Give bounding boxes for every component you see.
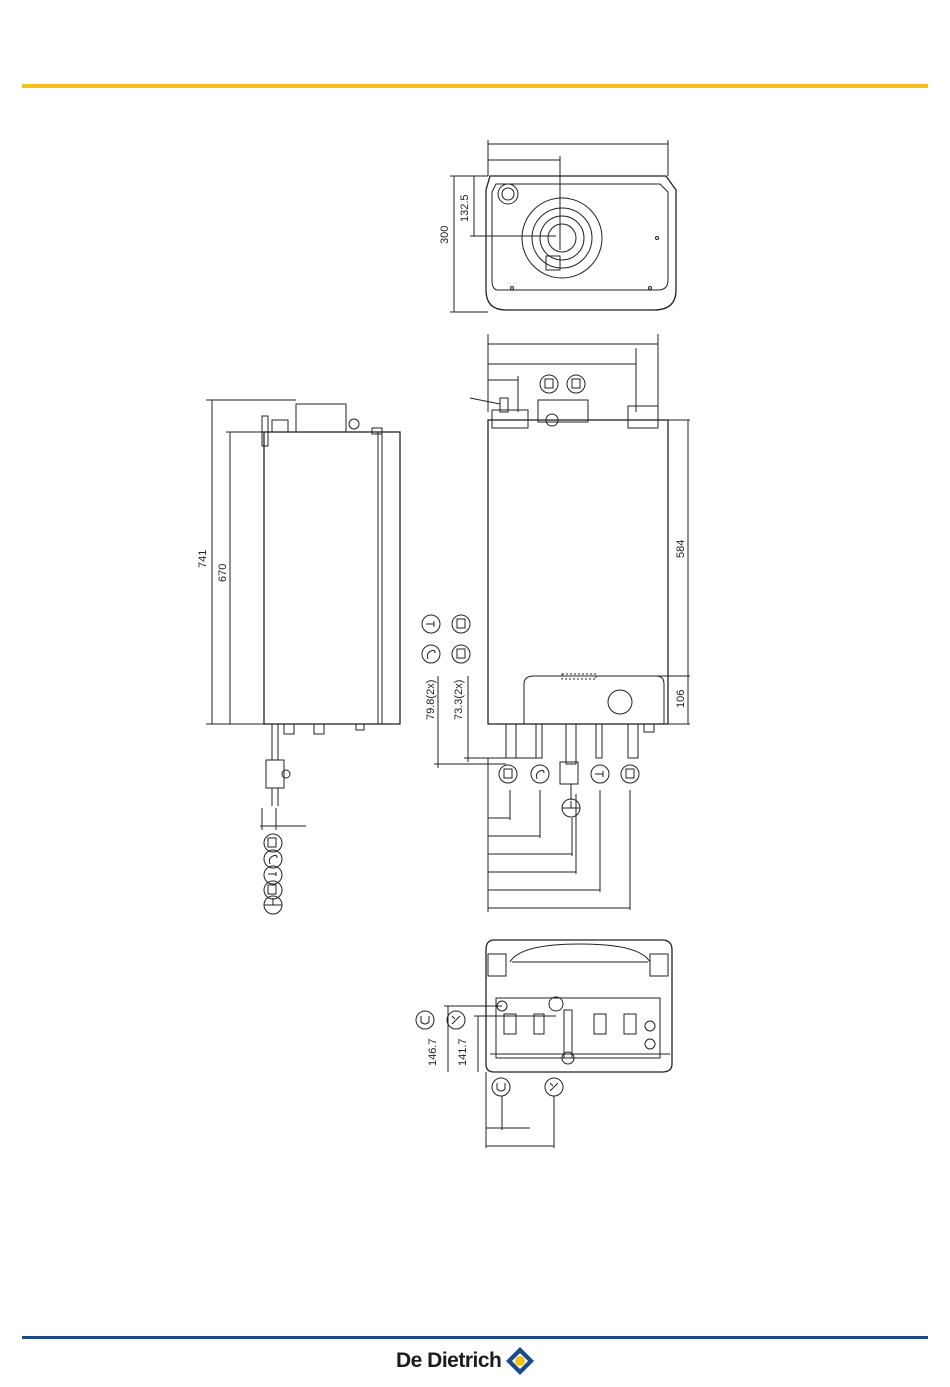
brand-diamond-icon [505,1346,535,1376]
safety-valve-icon [447,1011,465,1029]
heating-return-icon [452,645,470,663]
bottom-view: 146.7 141.7 [427,940,672,1148]
brand-name: De Dietrich [396,1349,501,1373]
dim-bottom-drop-a: 146.7 [427,1038,439,1066]
dim-top-flue-offset: 132.5 [459,194,471,222]
side-view: 741 670 [197,400,400,830]
dim-pipe-drop-a: 79.8(2x) [425,680,437,720]
dim-upper-height: 584 [675,540,687,558]
siphon-icon [416,1011,434,1029]
safety-valve-icon [545,1078,563,1096]
heating-flow-icon [264,834,282,852]
footer-rule [22,1336,928,1339]
heating-return-icon [621,765,639,783]
gas-icon [531,765,549,783]
dim-body-height: 670 [217,564,229,582]
heating-flow-icon [540,375,558,393]
dim-pipe-drop-b: 73.3(2x) [453,680,465,720]
dim-overall-height: 741 [197,550,209,568]
dhw-outlet-icon [591,765,609,783]
brand-logo: De Dietrich [396,1346,535,1376]
drain-valve-icon [264,896,282,914]
heating-flow-icon [452,615,470,633]
side-legend [264,834,282,914]
gas-icon [422,645,440,663]
drain-valve-icon [562,799,580,817]
dim-top-depth: 300 [439,226,451,244]
dhw-outlet-icon [422,615,440,633]
heating-return-icon [567,375,585,393]
front-icons [422,375,639,817]
dim-lower-height: 106 [675,690,687,708]
gas-icon [264,850,282,868]
dim-bottom-drop-b: 141.7 [457,1038,469,1066]
top-view: 300 132.5 [439,140,676,312]
siphon-icon [492,1078,510,1096]
heating-flow-icon [499,765,517,783]
